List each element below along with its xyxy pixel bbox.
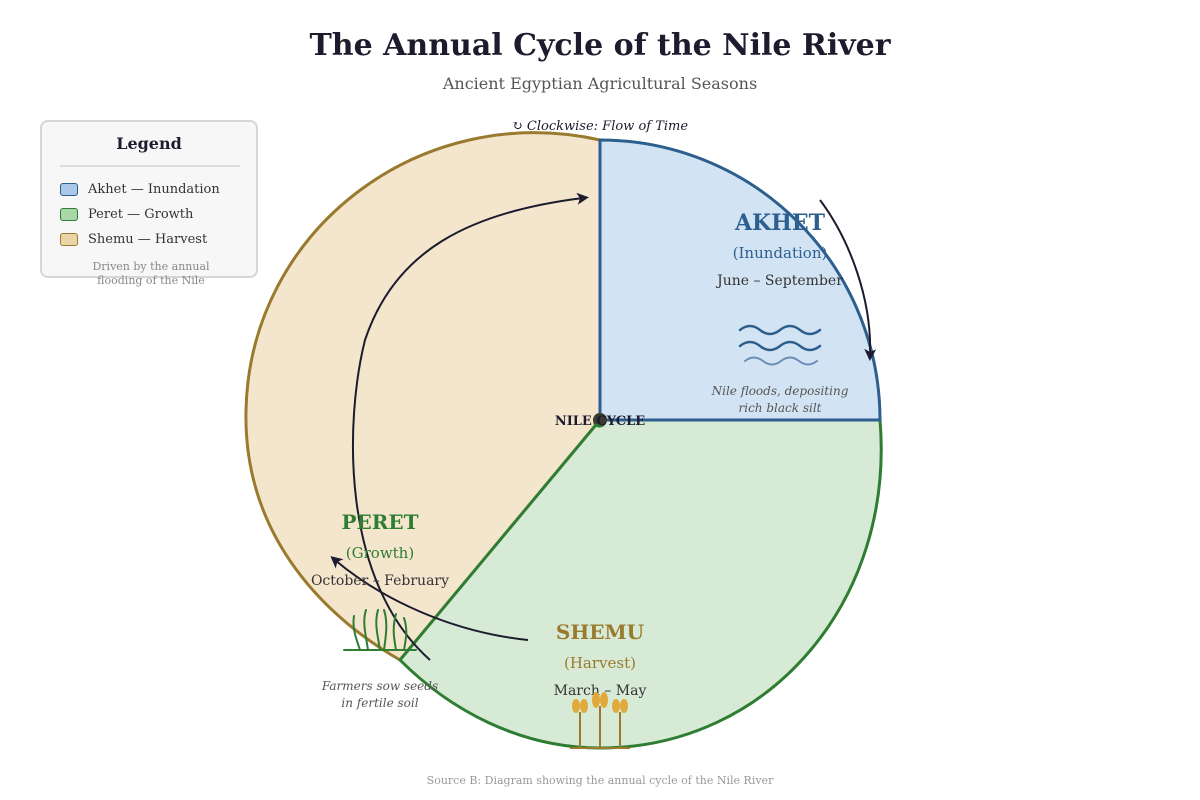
peret-sector	[398, 418, 883, 750]
sprouting-plant-icon	[343, 609, 417, 651]
legend-swatch-peret	[60, 207, 78, 221]
water-waves-icon	[738, 324, 822, 366]
page-title: The Annual Cycle of the Nile River	[309, 28, 891, 63]
legend-item-shemu: Shemu — Harvest	[60, 230, 207, 248]
center-hub	[593, 413, 607, 427]
legend-title: Legend	[116, 134, 182, 153]
akhet-meaning: (Inundation)	[733, 244, 828, 262]
peret-description-line2: in fertile soil	[341, 696, 418, 710]
legend-swatch-akhet	[60, 182, 78, 196]
shemu-meaning: (Harvest)	[564, 654, 636, 672]
legend-label-akhet: Akhet — Inundation	[88, 181, 220, 197]
peret-months: October – February	[311, 573, 449, 589]
page-subtitle: Ancient Egyptian Agricultural Seasons	[442, 74, 758, 93]
legend-box: Legend Akhet — Inundation Peret — Growth…	[40, 120, 258, 287]
legend-swatch-shemu	[60, 232, 78, 246]
peret-description-line1: Farmers sow seeds	[321, 679, 438, 693]
legend-label-peret: Peret — Growth	[88, 206, 194, 222]
shemu-months: March – May	[554, 683, 647, 699]
akhet-name: AKHET	[734, 210, 826, 236]
grain-harvest-icon	[570, 692, 630, 749]
flow-arrow-peret	[330, 556, 529, 641]
flow-arrow-shemu	[351, 192, 589, 661]
peret-meaning: (Growth)	[346, 544, 414, 562]
legend-label-shemu: Shemu — Harvest	[88, 231, 208, 247]
shemu-sector	[244, 131, 602, 662]
shemu-name: SHEMU	[556, 620, 644, 644]
legend-divider	[60, 165, 240, 167]
legend-item-peret: Peret — Growth	[60, 205, 193, 223]
peret-name: PERET	[341, 510, 418, 534]
source-caption: Source B: Diagram showing the annual cyc…	[426, 774, 774, 787]
center-hub-accent	[593, 423, 604, 428]
flow-direction-label: ↻ Clockwise: Flow of Time	[512, 119, 688, 134]
legend-item-akhet: Akhet — Inundation	[60, 180, 220, 198]
legend-note: Driven by the annual flooding of the Nil…	[92, 260, 210, 287]
akhet-description-line1: Nile floods, depositing	[711, 384, 849, 398]
center-label: NILE CYCLE	[555, 414, 645, 429]
akhet-description-line2: rich black silt	[739, 401, 822, 415]
flow-arrow-akhet	[819, 199, 877, 361]
akhet-months: June – September	[715, 273, 843, 289]
